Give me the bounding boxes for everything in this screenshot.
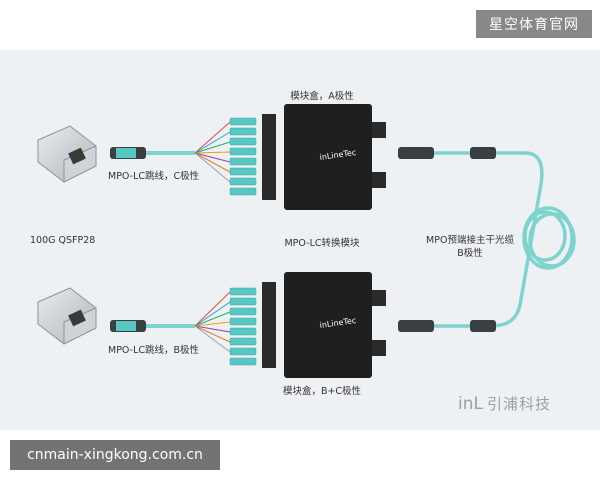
mpo-connector-bottom-left (110, 320, 146, 332)
cable-top-label: MPO-LC跳线，C极性 (108, 171, 200, 182)
transceiver-label: 100G QSFP28 (30, 235, 96, 246)
transceiver-bottom (37, 287, 97, 345)
fanout-top (194, 121, 231, 183)
watermark-bottom: cnmain-xingkong.com.cn (10, 440, 220, 470)
brand-name: 引浦科技 (486, 395, 551, 413)
module-box-top (262, 104, 386, 210)
module-box-bottom (262, 272, 386, 378)
lc-connectors-bottom (229, 287, 257, 366)
module-bottom-label: 模块盒，B+C极性 (282, 386, 362, 397)
watermark-top: 星空体育官网 (476, 10, 592, 38)
transceiver-top (37, 125, 97, 183)
trunk-label-line1: MPO预端接主干光缆 (426, 235, 514, 246)
trunk-label-line2: B极性 (457, 248, 483, 259)
brand-mark: inL (458, 394, 483, 414)
lc-connectors-top (229, 117, 257, 196)
trunk-cable (400, 151, 576, 328)
mpo-connector-trunk-bottom (398, 320, 496, 332)
mpo-connector-trunk-top (398, 147, 496, 159)
cable-bottom-label: MPO-LC跳线，B极性 (108, 345, 200, 356)
fanout-bottom (194, 291, 231, 353)
module-middle-label: MPO-LC转换模块 (284, 238, 360, 249)
mpo-connector-top-left (110, 147, 146, 159)
module-top-label: 模块盒，A极性 (290, 91, 354, 102)
